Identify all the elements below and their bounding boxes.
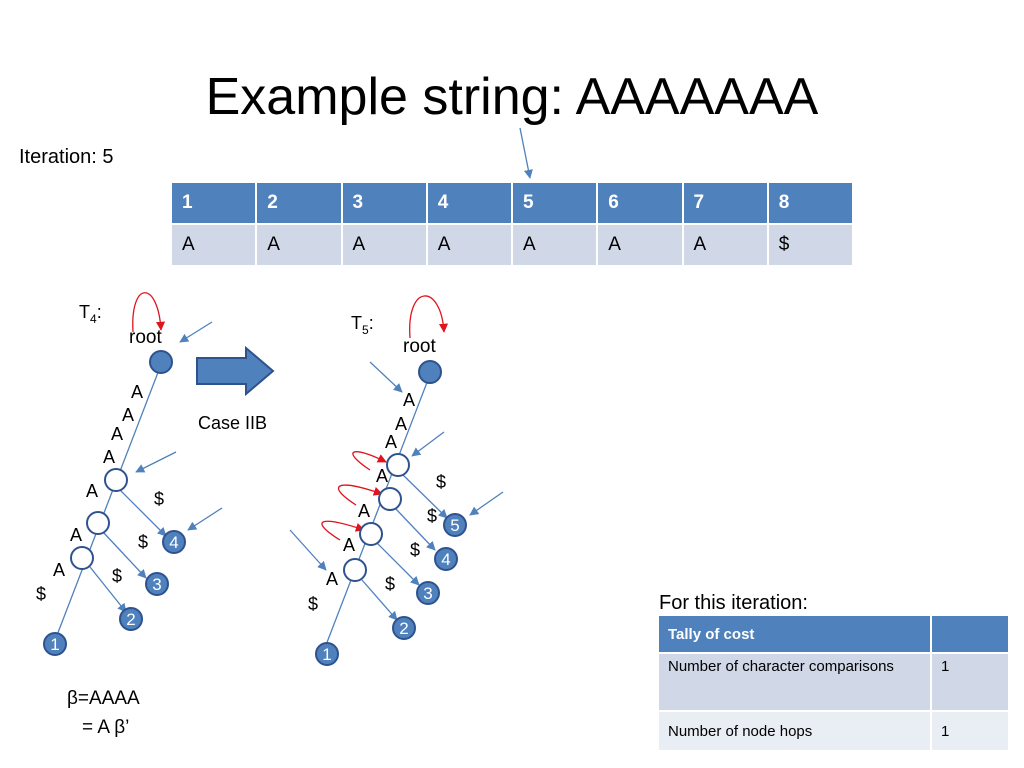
tree-edge bbox=[54, 362, 162, 643]
edge-label: $ bbox=[427, 506, 437, 526]
edge-label: $ bbox=[154, 489, 164, 509]
tally-row-value: 1 bbox=[931, 711, 1009, 751]
tree-t5: T5: root A A A A A A A bbox=[290, 296, 503, 665]
tally-row-label: Number of node hops bbox=[658, 711, 931, 751]
edge-label: A bbox=[86, 481, 98, 501]
edge-label: A bbox=[53, 560, 65, 580]
svg-text:2: 2 bbox=[399, 619, 408, 638]
pointer-arrow bbox=[136, 452, 176, 472]
pointer-arrow bbox=[470, 492, 503, 515]
leaf-node: 5 bbox=[444, 514, 466, 536]
edge-label: A bbox=[103, 447, 115, 467]
edge-label: $ bbox=[36, 584, 46, 604]
beta-line-2: = A β’ bbox=[82, 717, 129, 738]
edge-label: A bbox=[326, 569, 338, 589]
leaf-node: 1 bbox=[316, 643, 338, 665]
edge-label: $ bbox=[112, 566, 122, 586]
svg-text:1: 1 bbox=[322, 645, 331, 664]
pointer-arrow bbox=[180, 322, 212, 342]
root-node bbox=[419, 361, 441, 383]
edge-label: A bbox=[343, 535, 355, 555]
edge-label: A bbox=[376, 466, 388, 486]
leaf-node: 4 bbox=[163, 531, 185, 553]
transition-arrow-icon bbox=[197, 348, 273, 394]
tally-row-value: 1 bbox=[931, 653, 1009, 711]
tally-caption: For this iteration: bbox=[659, 592, 808, 615]
leaf-node: 2 bbox=[393, 617, 415, 639]
t4-label: T4: bbox=[79, 302, 102, 326]
transition-label: Case IIB bbox=[198, 413, 267, 433]
tally-header-cell: Tally of cost bbox=[658, 615, 931, 653]
internal-node bbox=[87, 512, 109, 534]
t5-label: T5: bbox=[351, 313, 374, 337]
tree-edge bbox=[326, 372, 431, 645]
edge-label: $ bbox=[385, 574, 395, 594]
svg-text:2: 2 bbox=[126, 610, 135, 629]
pointer-arrow bbox=[188, 508, 222, 530]
internal-node bbox=[379, 488, 401, 510]
root-label: root bbox=[129, 327, 162, 348]
root-label: root bbox=[403, 336, 436, 357]
svg-text:5: 5 bbox=[450, 516, 459, 535]
edge-label: A bbox=[358, 501, 370, 521]
internal-node bbox=[71, 547, 93, 569]
pointer-arrow bbox=[412, 432, 444, 456]
svg-text:3: 3 bbox=[152, 575, 161, 594]
current-position-arrow bbox=[520, 128, 530, 178]
edge-label: A bbox=[131, 382, 143, 402]
root-suffix-link-arrow bbox=[410, 296, 444, 338]
tally-header-row: Tally of cost bbox=[658, 615, 1009, 653]
internal-node bbox=[387, 454, 409, 476]
leaf-node: 4 bbox=[435, 548, 457, 570]
edge-label: $ bbox=[308, 594, 318, 614]
beta-line-1: β=AAAA bbox=[67, 688, 140, 709]
edge-label: A bbox=[385, 432, 397, 452]
leaf-node: 1 bbox=[44, 633, 66, 655]
internal-node bbox=[344, 559, 366, 581]
edge-label: A bbox=[395, 414, 407, 434]
edge-label: $ bbox=[410, 540, 420, 560]
leaf-node: 2 bbox=[120, 608, 142, 630]
svg-text:4: 4 bbox=[441, 550, 450, 569]
svg-text:3: 3 bbox=[423, 584, 432, 603]
leaf-node: 3 bbox=[146, 573, 168, 595]
internal-node bbox=[105, 469, 127, 491]
tally-row-label: Number of character comparisons bbox=[658, 653, 931, 711]
edge-label: A bbox=[403, 390, 415, 410]
edge-label: $ bbox=[138, 532, 148, 552]
pointer-arrow bbox=[370, 362, 402, 392]
edge-label: A bbox=[70, 525, 82, 545]
tally-header-cell bbox=[931, 615, 1009, 653]
tally-row: Number of character comparisons 1 bbox=[658, 653, 1009, 711]
edge-label: A bbox=[111, 424, 123, 444]
internal-node bbox=[360, 523, 382, 545]
edge-label: A bbox=[122, 405, 134, 425]
pointer-arrow bbox=[290, 530, 326, 570]
tally-table: Tally of cost Number of character compar… bbox=[657, 614, 1010, 752]
svg-text:1: 1 bbox=[50, 635, 59, 654]
leaf-node: 3 bbox=[417, 582, 439, 604]
edge-label: $ bbox=[436, 472, 446, 492]
svg-text:4: 4 bbox=[169, 533, 178, 552]
tally-row: Number of node hops 1 bbox=[658, 711, 1009, 751]
tree-t4: T4: root A A A A A A A $ $ $ $ bbox=[36, 293, 222, 655]
root-node bbox=[150, 351, 172, 373]
